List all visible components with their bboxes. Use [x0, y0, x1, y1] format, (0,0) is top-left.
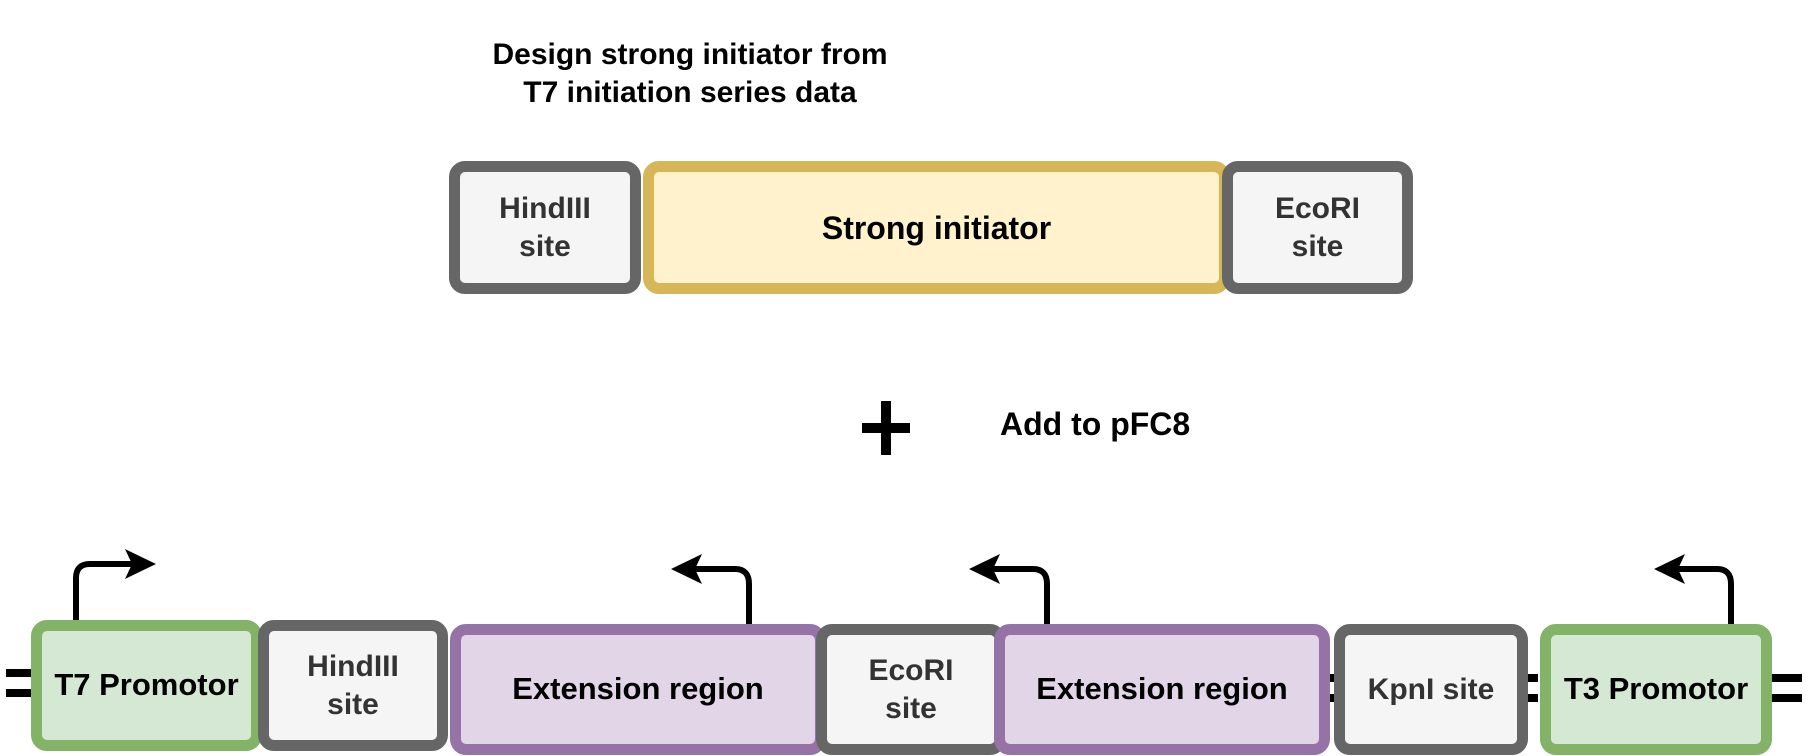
- transcription-arrow-icon: [125, 549, 156, 579]
- transcription-arrow-icon: [969, 554, 1000, 584]
- plasmid-hindiii-site: HindIII site: [258, 620, 448, 751]
- add-to-plasmid-caption: Add to pFC8: [1000, 406, 1191, 442]
- transcription-arrow-icon: [1675, 566, 1734, 624]
- diagram-title: Design strong initiator from T7 initiati…: [492, 38, 888, 109]
- extension-region-2: Extension region: [994, 624, 1330, 755]
- kpni-site: KpnI site: [1334, 624, 1528, 755]
- insert-hindiii-site: HindIII site: [449, 161, 641, 294]
- t3-promoter: T3 Promotor: [1540, 624, 1772, 755]
- t7-promoter: T7 Promotor: [31, 620, 262, 751]
- plus-icon: [862, 401, 910, 455]
- dna-backbone-icon: [6, 669, 32, 697]
- transcription-arrow-icon: [692, 566, 752, 628]
- dna-backbone-icon: [1526, 674, 1538, 702]
- insert-ecori-site: EcoRI site: [1222, 161, 1413, 294]
- transcription-arrow-icon: [1654, 554, 1685, 584]
- plasmid-ecori-site: EcoRI site: [816, 624, 1006, 755]
- transcription-arrow-icon: [73, 561, 135, 622]
- transcription-arrow-icon: [990, 566, 1050, 624]
- extension-region-1: Extension region: [450, 624, 826, 755]
- dna-backbone-icon: [1772, 674, 1802, 702]
- transcription-arrow-icon: [671, 554, 702, 584]
